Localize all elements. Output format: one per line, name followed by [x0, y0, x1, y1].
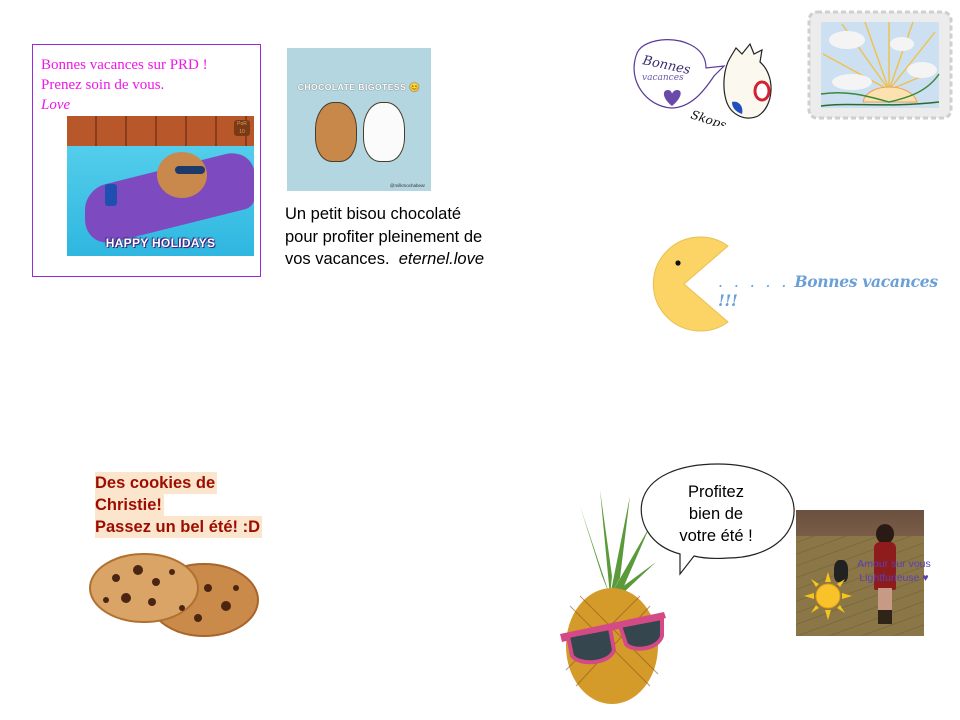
- cookies-line-3: Passez un bel été! :D: [95, 516, 263, 538]
- speech-line-2: bien de: [688, 505, 744, 523]
- sun-core: [815, 583, 841, 609]
- speech-bubble: [640, 463, 795, 576]
- sims-photo: [796, 510, 924, 636]
- cookies-line-1: Des cookies de: [95, 472, 218, 494]
- bears-signature: eternel.love: [398, 250, 485, 268]
- pacman-text: Bonnes vacances !!!: [718, 272, 938, 310]
- sims-caption: Amour sur vous Lightfurieuse ♥: [850, 557, 938, 585]
- hills: [820, 73, 940, 103]
- sim-character: [872, 524, 898, 624]
- photo-floor: [796, 536, 924, 636]
- mouse-character: [157, 152, 207, 198]
- pineapple-image: [560, 490, 666, 704]
- heart-icon: [663, 90, 681, 106]
- sun-icon: [804, 572, 852, 620]
- soda-can: [105, 184, 117, 206]
- togepi-signature: Skops: [689, 108, 728, 126]
- ground: [820, 101, 940, 107]
- pool-deck: [67, 116, 254, 146]
- prd-signature: Love: [41, 97, 71, 113]
- sunglasses-left-lens: [565, 625, 617, 665]
- happy-holidays-gif: PoR 10 HAPPY HOLIDAYS: [67, 116, 254, 256]
- cookies-line-2: Christie!: [95, 494, 164, 516]
- cookies-image: [89, 553, 259, 637]
- pacman-body: [652, 236, 729, 332]
- cookie-front: [89, 553, 199, 623]
- sims-caption-line-1: Amour sur vous: [857, 558, 931, 570]
- sims-caption-line-2: Lightfurieuse ♥: [859, 572, 929, 584]
- togepi-blue-spot: [732, 101, 743, 114]
- speech-bubble-shape: [640, 463, 795, 576]
- speech-bubble-shape: [633, 39, 726, 109]
- pacman-icon: [652, 236, 729, 332]
- bears-message-text: Un petit bisou chocolaté pour profiter p…: [285, 205, 483, 268]
- cookies-message: Des cookies de Christie! Passez un bel é…: [95, 472, 263, 538]
- gif-badge: PoR 10: [234, 120, 250, 136]
- chocolate-chips: [103, 565, 239, 622]
- sunrise-stamp: [807, 10, 953, 120]
- speech-line-3: votre été !: [679, 527, 753, 545]
- pineapple-leaves: [560, 490, 656, 596]
- sim-boots: [878, 610, 892, 624]
- sun-rays: [804, 572, 852, 620]
- cloud: [832, 74, 872, 90]
- pacman-message: . . . . . Bonnes vacances !!!: [718, 272, 960, 310]
- bears-message: Un petit bisou chocolaté pour profiter p…: [285, 203, 485, 271]
- speech-text: Profitez bien de votre été !: [646, 481, 786, 547]
- prd-message: Bonnes vacances sur PRD ! Prenez soin de…: [41, 55, 208, 115]
- cloud: [907, 62, 937, 78]
- brown-bear: [315, 102, 357, 162]
- chocolate-bears-gif: CHOCOLATE BIGOTESS 😊 @milkmochabear: [287, 48, 431, 191]
- prd-line-2: Prenez soin de vous.: [41, 77, 165, 93]
- photo-wall: [796, 510, 924, 540]
- speech-line-1: Profitez: [688, 483, 744, 501]
- sim-dress: [874, 542, 896, 590]
- sim-hair: [876, 524, 894, 544]
- card-prd: Bonnes vacances sur PRD ! Prenez soin de…: [32, 44, 261, 277]
- gif-credit: @milkmochabear: [389, 183, 425, 188]
- cloud: [829, 31, 865, 49]
- white-bear: [363, 102, 405, 162]
- pacman-dots: . . . . .: [718, 273, 790, 291]
- sunglasses-right-lens: [617, 615, 664, 651]
- gif-caption: HAPPY HOLIDAYS: [105, 236, 216, 250]
- sunglasses-icon: [175, 166, 205, 174]
- togepi-drawing: Bonnes vacances Skops: [633, 39, 772, 126]
- pacman-eye: [675, 260, 681, 266]
- cat-figure: [834, 560, 848, 582]
- gif-title: CHOCOLATE BIGOTESS 😊: [297, 82, 421, 92]
- bubble-line-2: vacances: [642, 73, 684, 83]
- togepi-red-spot: [753, 80, 771, 102]
- cloud: [890, 37, 914, 51]
- prd-line-1: Bonnes vacances sur PRD !: [41, 57, 208, 73]
